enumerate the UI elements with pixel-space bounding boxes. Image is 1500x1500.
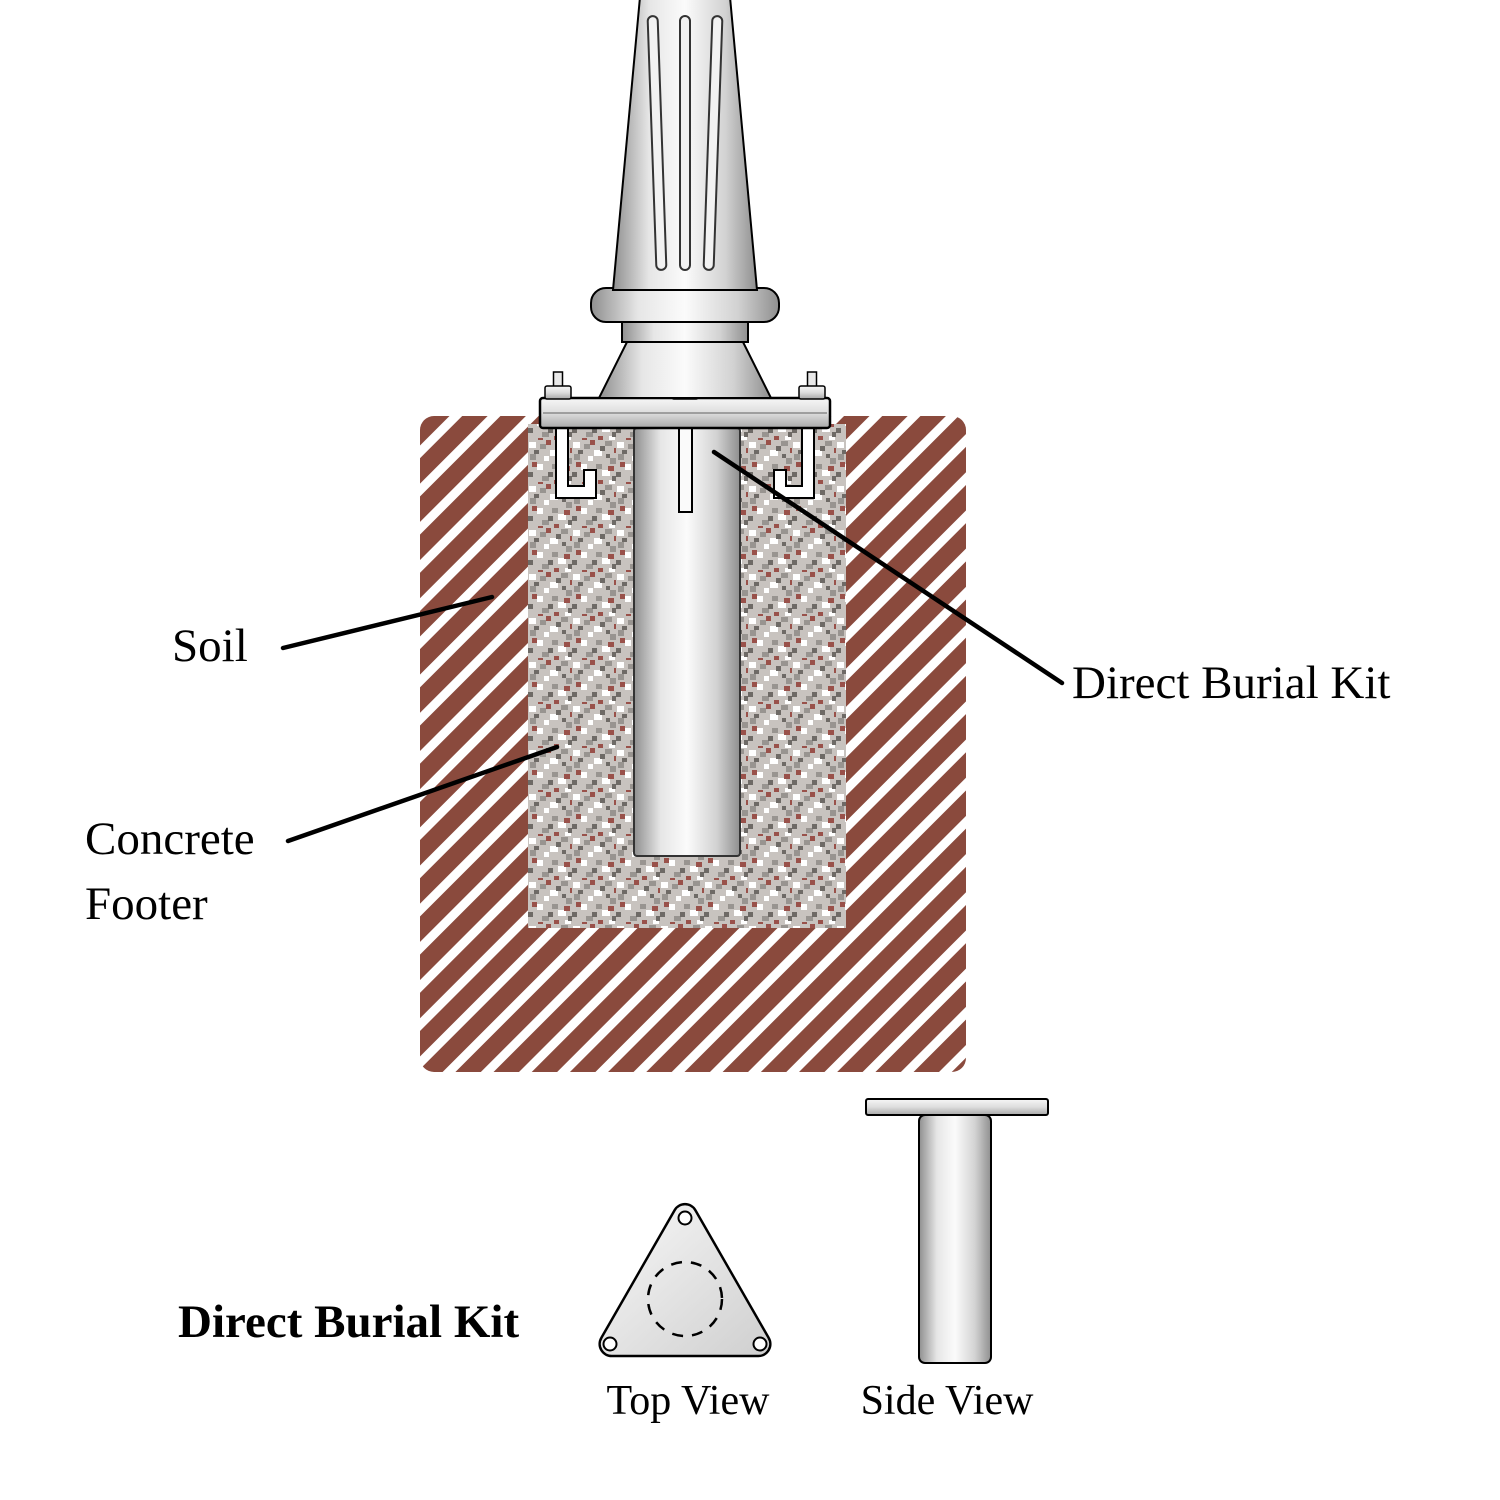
leader-line-direct-burial-kit xyxy=(711,449,1065,686)
side-view-figure xyxy=(865,1098,1049,1364)
sideview-flange xyxy=(865,1098,1049,1116)
j-bolt-left xyxy=(555,427,597,499)
legend-title: Direct Burial Kit xyxy=(178,1296,519,1348)
topview-dashed-circle xyxy=(646,1260,724,1338)
topview-plate xyxy=(598,1203,772,1358)
anchor-rod-center xyxy=(678,427,693,513)
label-soil: Soil xyxy=(172,620,248,672)
label-concrete-line2: Footer xyxy=(85,878,208,930)
leader-line-soil xyxy=(280,594,495,651)
label-concrete-line1: Concrete xyxy=(85,813,255,865)
pole-flute-left xyxy=(646,15,668,271)
label-direct-burial-kit: Direct Burial Kit xyxy=(1072,657,1390,709)
flange-bolt-left xyxy=(544,371,572,400)
j-bolt-right xyxy=(773,427,815,499)
top-view-figure xyxy=(598,1203,772,1358)
leader-line-concrete xyxy=(285,744,560,844)
pole-skirt xyxy=(597,339,773,399)
topview-hole-right xyxy=(752,1336,768,1352)
flange-bolt-right xyxy=(798,371,826,400)
pole-neck xyxy=(621,319,749,343)
topview-hole-left xyxy=(602,1336,618,1352)
sideview-tube xyxy=(918,1114,992,1364)
caption-top-view: Top View xyxy=(607,1378,771,1424)
topview-hole-top xyxy=(677,1210,693,1226)
pole-flute-right xyxy=(702,15,724,271)
caption-side-view: Side View xyxy=(861,1378,1035,1424)
pole-flute-center xyxy=(679,15,691,271)
pole-collar-ring xyxy=(590,287,780,323)
